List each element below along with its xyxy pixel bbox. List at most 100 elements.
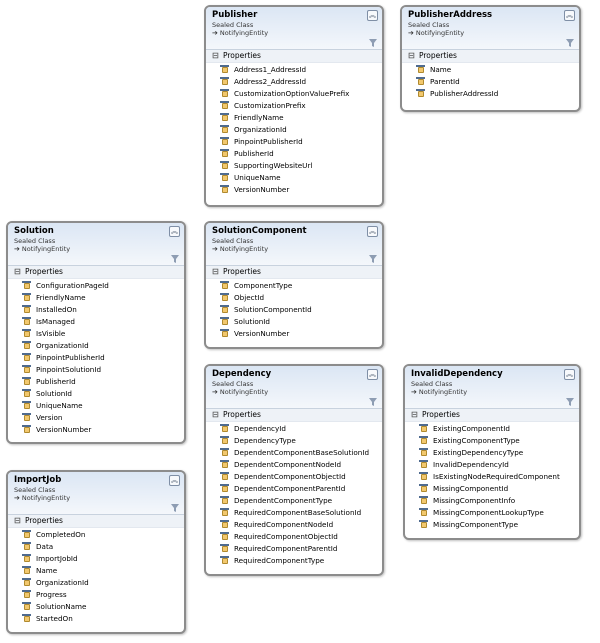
collapse-icon[interactable]: ︽ <box>367 10 378 21</box>
property-row[interactable]: RequiredComponentParentId <box>220 543 382 555</box>
class-header[interactable]: InvalidDependency Sealed Class ➔Notifyin… <box>405 366 579 409</box>
property-row[interactable]: StartedOn <box>22 613 184 625</box>
property-row[interactable]: Version <box>22 412 184 424</box>
collapse-section-icon[interactable]: ⊟ <box>408 51 415 60</box>
property-row[interactable]: PinpointPublisherId <box>22 352 184 364</box>
property-row[interactable]: CompletedOn <box>22 529 184 541</box>
property-row[interactable]: DependentComponentNodeId <box>220 459 382 471</box>
property-row[interactable]: Progress <box>22 589 184 601</box>
property-row[interactable]: Name <box>416 64 579 76</box>
property-row[interactable]: VersionNumber <box>220 184 382 196</box>
property-row[interactable]: UniqueName <box>22 400 184 412</box>
collapse-section-icon[interactable]: ⊟ <box>411 410 418 419</box>
class-header[interactable]: Dependency Sealed Class ➔NotifyingEntity… <box>206 366 382 409</box>
property-row[interactable]: PublisherId <box>22 376 184 388</box>
filter-icon[interactable] <box>171 255 179 263</box>
properties-section-header[interactable]: ⊟Properties <box>402 50 579 63</box>
properties-section-header[interactable]: ⊟Properties <box>8 266 184 279</box>
property-row[interactable]: RequiredComponentBaseSolutionId <box>220 507 382 519</box>
property-row[interactable]: ExistingComponentType <box>419 435 579 447</box>
property-row[interactable]: InvalidDependencyId <box>419 459 579 471</box>
property-row[interactable]: ConfigurationPageId <box>22 280 184 292</box>
collapse-icon[interactable]: ︽ <box>367 226 378 237</box>
class-invalid-dependency[interactable]: InvalidDependency Sealed Class ➔Notifyin… <box>403 364 581 540</box>
class-header[interactable]: SolutionComponent Sealed Class ➔Notifyin… <box>206 223 382 266</box>
collapse-icon[interactable]: ︽ <box>367 369 378 380</box>
property-row[interactable]: FriendlyName <box>22 292 184 304</box>
property-row[interactable]: MissingComponentId <box>419 483 579 495</box>
property-row[interactable]: DependentComponentObjectId <box>220 471 382 483</box>
class-publisher[interactable]: Publisher Sealed Class ➔NotifyingEntity … <box>204 5 384 207</box>
collapse-section-icon[interactable]: ⊟ <box>212 51 219 60</box>
property-row[interactable]: SolutionId <box>22 388 184 400</box>
class-solution-component[interactable]: SolutionComponent Sealed Class ➔Notifyin… <box>204 221 384 349</box>
property-row[interactable]: OrganizationId <box>22 577 184 589</box>
property-row[interactable]: DependentComponentBaseSolutionId <box>220 447 382 459</box>
collapse-section-icon[interactable]: ⊟ <box>212 410 219 419</box>
property-row[interactable]: ObjectId <box>220 292 382 304</box>
collapse-section-icon[interactable]: ⊟ <box>14 516 21 525</box>
property-row[interactable]: OrganizationId <box>22 340 184 352</box>
filter-icon[interactable] <box>566 39 574 47</box>
property-row[interactable]: FriendlyName <box>220 112 382 124</box>
property-row[interactable]: IsManaged <box>22 316 184 328</box>
filter-icon[interactable] <box>171 504 179 512</box>
property-row[interactable]: OrganizationId <box>220 124 382 136</box>
property-row[interactable]: SolutionName <box>22 601 184 613</box>
property-row[interactable]: DependentComponentType <box>220 495 382 507</box>
property-row[interactable]: SupportingWebsiteUrl <box>220 160 382 172</box>
property-row[interactable]: MissingComponentType <box>419 519 579 531</box>
property-row[interactable]: PublisherId <box>220 148 382 160</box>
collapse-section-icon[interactable]: ⊟ <box>14 267 21 276</box>
property-row[interactable]: ComponentType <box>220 280 382 292</box>
property-row[interactable]: Address1_AddressId <box>220 64 382 76</box>
class-dependency[interactable]: Dependency Sealed Class ➔NotifyingEntity… <box>204 364 384 576</box>
properties-section-header[interactable]: ⊟Properties <box>405 409 579 422</box>
property-row[interactable]: ParentId <box>416 76 579 88</box>
property-row[interactable]: ImportJobId <box>22 553 184 565</box>
property-row[interactable]: InstalledOn <box>22 304 184 316</box>
properties-section-header[interactable]: ⊟Properties <box>8 515 184 528</box>
collapse-icon[interactable]: ︽ <box>169 475 180 486</box>
properties-section-header[interactable]: ⊟Properties <box>206 409 382 422</box>
property-row[interactable]: DependentComponentParentId <box>220 483 382 495</box>
property-row[interactable]: ExistingComponentId <box>419 423 579 435</box>
collapse-section-icon[interactable]: ⊟ <box>212 267 219 276</box>
filter-icon[interactable] <box>369 255 377 263</box>
class-header[interactable]: PublisherAddress Sealed Class ➔Notifying… <box>402 7 579 50</box>
property-row[interactable]: IsExistingNodeRequiredComponent <box>419 471 579 483</box>
property-row[interactable]: Name <box>22 565 184 577</box>
property-row[interactable]: PinpointPublisherId <box>220 136 382 148</box>
class-header[interactable]: Publisher Sealed Class ➔NotifyingEntity … <box>206 7 382 50</box>
filter-icon[interactable] <box>369 398 377 406</box>
property-row[interactable]: VersionNumber <box>22 424 184 436</box>
property-row[interactable]: ExistingDependencyType <box>419 447 579 459</box>
property-row[interactable]: DependencyType <box>220 435 382 447</box>
property-row[interactable]: SolutionId <box>220 316 382 328</box>
property-row[interactable]: RequiredComponentNodeId <box>220 519 382 531</box>
property-row[interactable]: IsVisible <box>22 328 184 340</box>
property-row[interactable]: Address2_AddressId <box>220 76 382 88</box>
filter-icon[interactable] <box>566 398 574 406</box>
class-solution[interactable]: Solution Sealed Class ➔NotifyingEntity ︽… <box>6 221 186 444</box>
properties-section-header[interactable]: ⊟Properties <box>206 266 382 279</box>
property-row[interactable]: PinpointSolutionId <box>22 364 184 376</box>
property-row[interactable]: SolutionComponentId <box>220 304 382 316</box>
property-row[interactable]: CustomizationOptionValuePrefix <box>220 88 382 100</box>
class-import-job[interactable]: ImportJob Sealed Class ➔NotifyingEntity … <box>6 470 186 634</box>
collapse-icon[interactable]: ︽ <box>564 10 575 21</box>
class-header[interactable]: Solution Sealed Class ➔NotifyingEntity ︽ <box>8 223 184 266</box>
property-row[interactable]: RequiredComponentObjectId <box>220 531 382 543</box>
property-row[interactable]: MissingComponentInfo <box>419 495 579 507</box>
property-row[interactable]: VersionNumber <box>220 328 382 340</box>
filter-icon[interactable] <box>369 39 377 47</box>
property-row[interactable]: MissingComponentLookupType <box>419 507 579 519</box>
properties-section-header[interactable]: ⊟Properties <box>206 50 382 63</box>
collapse-icon[interactable]: ︽ <box>169 226 180 237</box>
property-row[interactable]: CustomizationPrefix <box>220 100 382 112</box>
property-row[interactable]: PublisherAddressId <box>416 88 579 100</box>
collapse-icon[interactable]: ︽ <box>564 369 575 380</box>
property-row[interactable]: UniqueName <box>220 172 382 184</box>
class-publisher-address[interactable]: PublisherAddress Sealed Class ➔Notifying… <box>400 5 581 112</box>
property-row[interactable]: DependencyId <box>220 423 382 435</box>
